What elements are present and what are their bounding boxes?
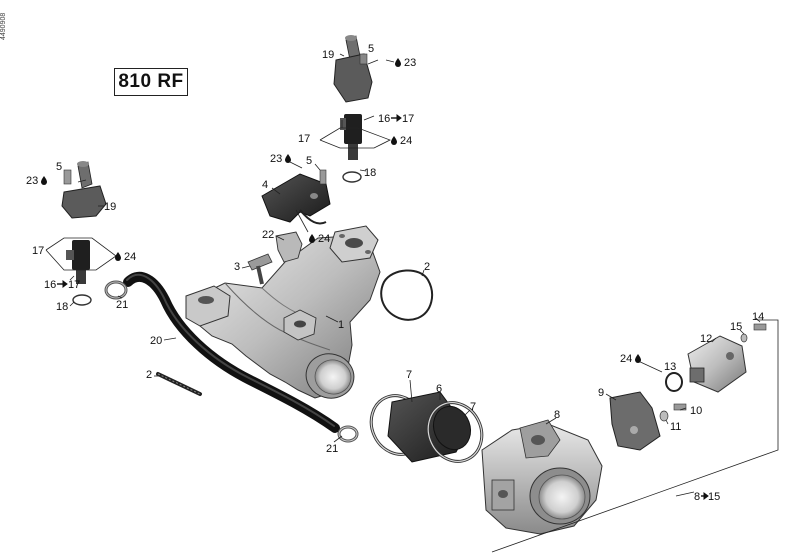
o-ring-upper [342,171,362,183]
screw-upper [359,53,368,65]
oil-drop-icon [285,154,291,163]
oil-drop-icon [391,136,397,145]
callout-5-top: 5 [368,43,374,55]
callout-18-top: 18 [364,167,376,179]
o-ring-left [72,294,92,306]
callout-24-right: 24 [620,353,632,365]
callout-23-mid: 23 [270,153,282,165]
arrow-right-icon [701,492,709,500]
oil-drop-icon [41,176,47,185]
callout-23-top: 23 [404,57,416,69]
throttle-body-adaptor [387,391,472,463]
callout-17-top: 17 [298,133,310,145]
callout-2-gasket: 2 [424,261,430,273]
throttle-body [481,419,603,535]
intake-manifold [185,225,381,399]
callout-5-left: 5 [56,161,62,173]
washer-actuator [740,333,748,343]
kit-ref-to: 17 [68,279,80,291]
callout-1: 1 [338,319,344,331]
callout-15: 15 [730,321,742,333]
callout-6: 6 [436,383,442,395]
kit-ref-to: 17 [402,113,414,125]
callout-2-stud: 2 [146,369,152,381]
screw-tps [673,403,687,411]
callout-7-rear: 7 [470,401,476,413]
hose-clamp-lower [337,425,359,443]
callout-24-left: 24 [124,251,136,263]
kit-ref-from: 8 [694,491,700,503]
arrow-right-icon [57,280,68,288]
callout-22: 22 [262,229,274,241]
callout-21-lower: 21 [326,443,338,455]
hose [123,271,340,433]
fuel-injector-left [66,240,90,284]
clamp-rear [426,401,484,463]
o-ring-actuator [665,372,683,392]
callout-14: 14 [752,311,764,323]
callout-17-left: 17 [32,245,44,257]
callout-13: 13 [664,361,676,373]
callout-5-mid: 5 [306,155,312,167]
callouts: 1 2 2 3 4 5 5 5 6 7 7 8 9 10 11 12 13 14… [26,43,764,503]
callout-10: 10 [690,405,702,417]
callout-18-left: 18 [56,301,68,313]
bolt [247,253,273,285]
throttle-position-sensor [609,391,661,451]
callout-24-mid: 24 [318,233,330,245]
callout-19-left: 19 [104,201,116,213]
screw-actuator [753,323,767,331]
callout-12: 12 [700,333,712,345]
idle-bypass-actuator [687,335,747,393]
kit-ref-to: 15 [708,491,720,503]
callout-8: 8 [554,409,560,421]
callout-23-left: 23 [26,175,38,187]
model-label: 810 RF [114,68,188,96]
callout-21-upper: 21 [116,299,128,311]
hose-clamp-upper [104,280,128,300]
callout-11: 11 [670,421,681,433]
callout-7-front: 7 [406,369,412,381]
injector-holder-left [61,161,107,219]
kit-ref-from: 16 [378,113,390,125]
oil-drop-icon [395,58,401,67]
sensor-module [261,173,331,225]
washer-tps [659,410,669,422]
screw-left [63,169,72,185]
callout-4: 4 [262,179,268,191]
stud [156,372,202,396]
callout-3: 3 [234,261,240,273]
callout-19-top: 19 [322,49,334,61]
oil-drop-icon [635,354,641,363]
oil-drop-icon [115,252,121,261]
injector-holder-upper [333,35,373,103]
fuel-injector-upper [340,114,362,160]
bracket [275,231,303,263]
leader-lines [45,53,779,553]
callout-9: 9 [598,387,604,399]
kit-ref-from: 16 [44,279,56,291]
screw-mid [319,169,327,185]
manifold-gasket [380,269,434,321]
arrow-right-icon [391,114,402,122]
callout-24-top: 24 [400,135,412,147]
oil-drop-icon [309,234,315,243]
callout-20: 20 [150,335,162,347]
